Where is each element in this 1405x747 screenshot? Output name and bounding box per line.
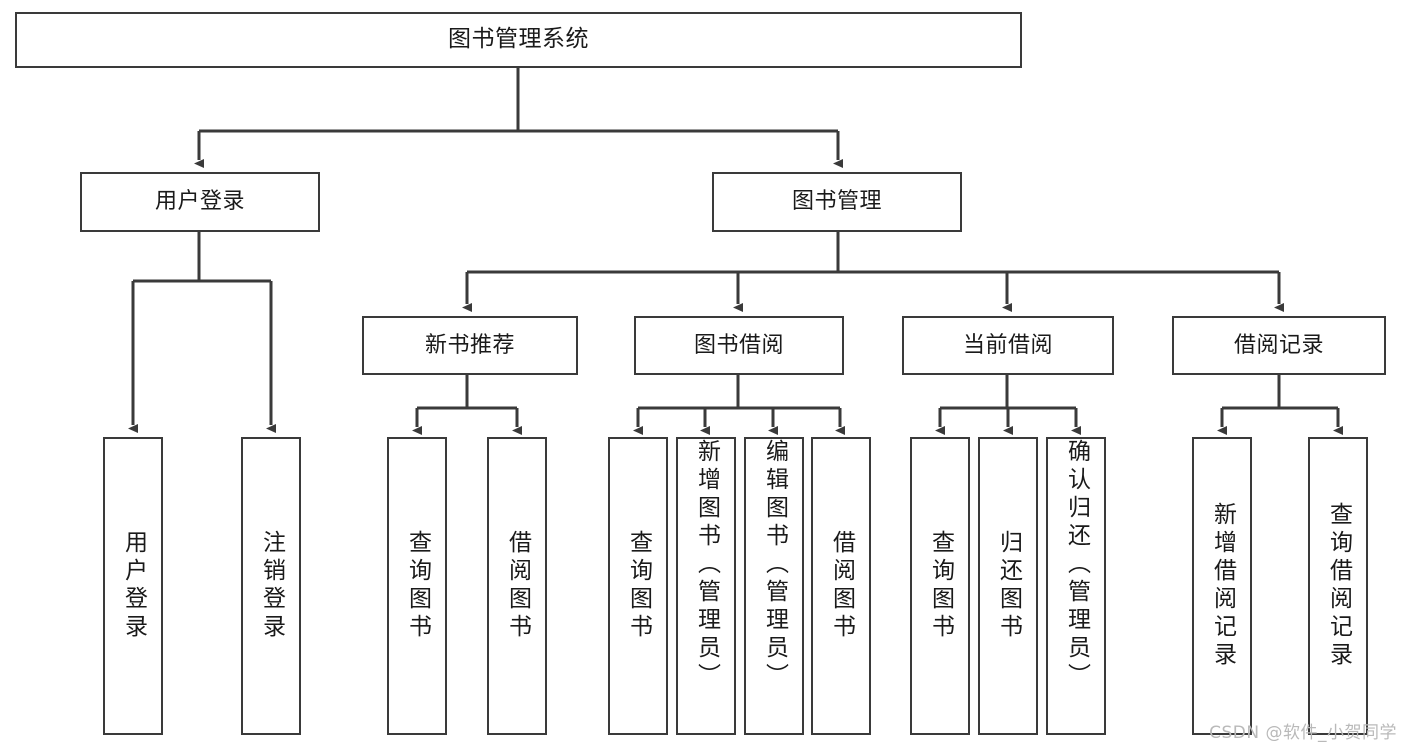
node-current-borrowing[interactable]: 当前借阅 [902,316,1114,375]
leaf-logout[interactable]: 注销登录 [241,437,301,735]
leaf-return-book-label: 归还图书 [995,530,1022,642]
leaf-query-book-b-label: 查询图书 [625,530,652,642]
leaf-query-book-from-current[interactable]: 查询图书 [910,437,970,735]
node-root-book-management-system[interactable]: 图书管理系统 [15,12,1022,68]
leaf-query-book-from-recommendation[interactable]: 查询图书 [387,437,447,735]
leaf-add-borrowing-record[interactable]: 新增借阅记录 [1192,437,1252,735]
node-book-borrowing-label: 图书借阅 [693,332,784,358]
leaf-query-borrowing-record[interactable]: 查询借阅记录 [1308,437,1368,735]
leaf-borrow-book-b-label: 借阅图书 [828,530,855,642]
node-root-label: 图书管理系统 [448,26,589,53]
leaf-user-login-label: 用户登录 [120,530,147,642]
leaf-logout-label: 注销登录 [258,530,285,642]
node-user-login[interactable]: 用户登录 [80,172,320,232]
leaf-user-login[interactable]: 用户登录 [103,437,163,735]
node-borrowing-record-label: 借阅记录 [1233,332,1324,358]
leaf-edit-book-admin-label: 编辑图书（管理员） [761,439,788,691]
node-new-book-recommendation-label: 新书推荐 [424,332,515,358]
leaf-add-book-admin-label: 新增图书（管理员） [693,439,720,691]
node-borrowing-record[interactable]: 借阅记录 [1172,316,1386,375]
leaf-borrow-book-a-label: 借阅图书 [504,530,531,642]
leaf-return-book[interactable]: 归还图书 [978,437,1038,735]
node-book-borrowing[interactable]: 图书借阅 [634,316,844,375]
leaf-query-book-from-borrowing[interactable]: 查询图书 [608,437,668,735]
csdn-watermark: CSDN @软件_小贺同学 [1209,723,1397,743]
node-current-borrowing-label: 当前借阅 [962,332,1053,358]
leaf-edit-book-admin[interactable]: 编辑图书（管理员） [744,437,804,735]
leaf-confirm-return-admin[interactable]: 确认归还（管理员） [1046,437,1106,735]
leaf-borrow-book-from-borrowing[interactable]: 借阅图书 [811,437,871,735]
leaf-confirm-return-admin-label: 确认归还（管理员） [1063,439,1090,691]
leaf-borrow-book-from-recommendation[interactable]: 借阅图书 [487,437,547,735]
leaf-query-borrowing-record-label: 查询借阅记录 [1325,502,1352,670]
node-book-management[interactable]: 图书管理 [712,172,962,232]
leaf-add-borrowing-record-label: 新增借阅记录 [1209,502,1236,670]
leaf-query-book-c-label: 查询图书 [927,530,954,642]
leaf-query-book-a-label: 查询图书 [404,530,431,642]
node-user-login-label: 用户登录 [154,189,245,215]
node-book-management-label: 图书管理 [791,189,882,215]
leaf-add-book-admin[interactable]: 新增图书（管理员） [676,437,736,735]
node-new-book-recommendation[interactable]: 新书推荐 [362,316,578,375]
